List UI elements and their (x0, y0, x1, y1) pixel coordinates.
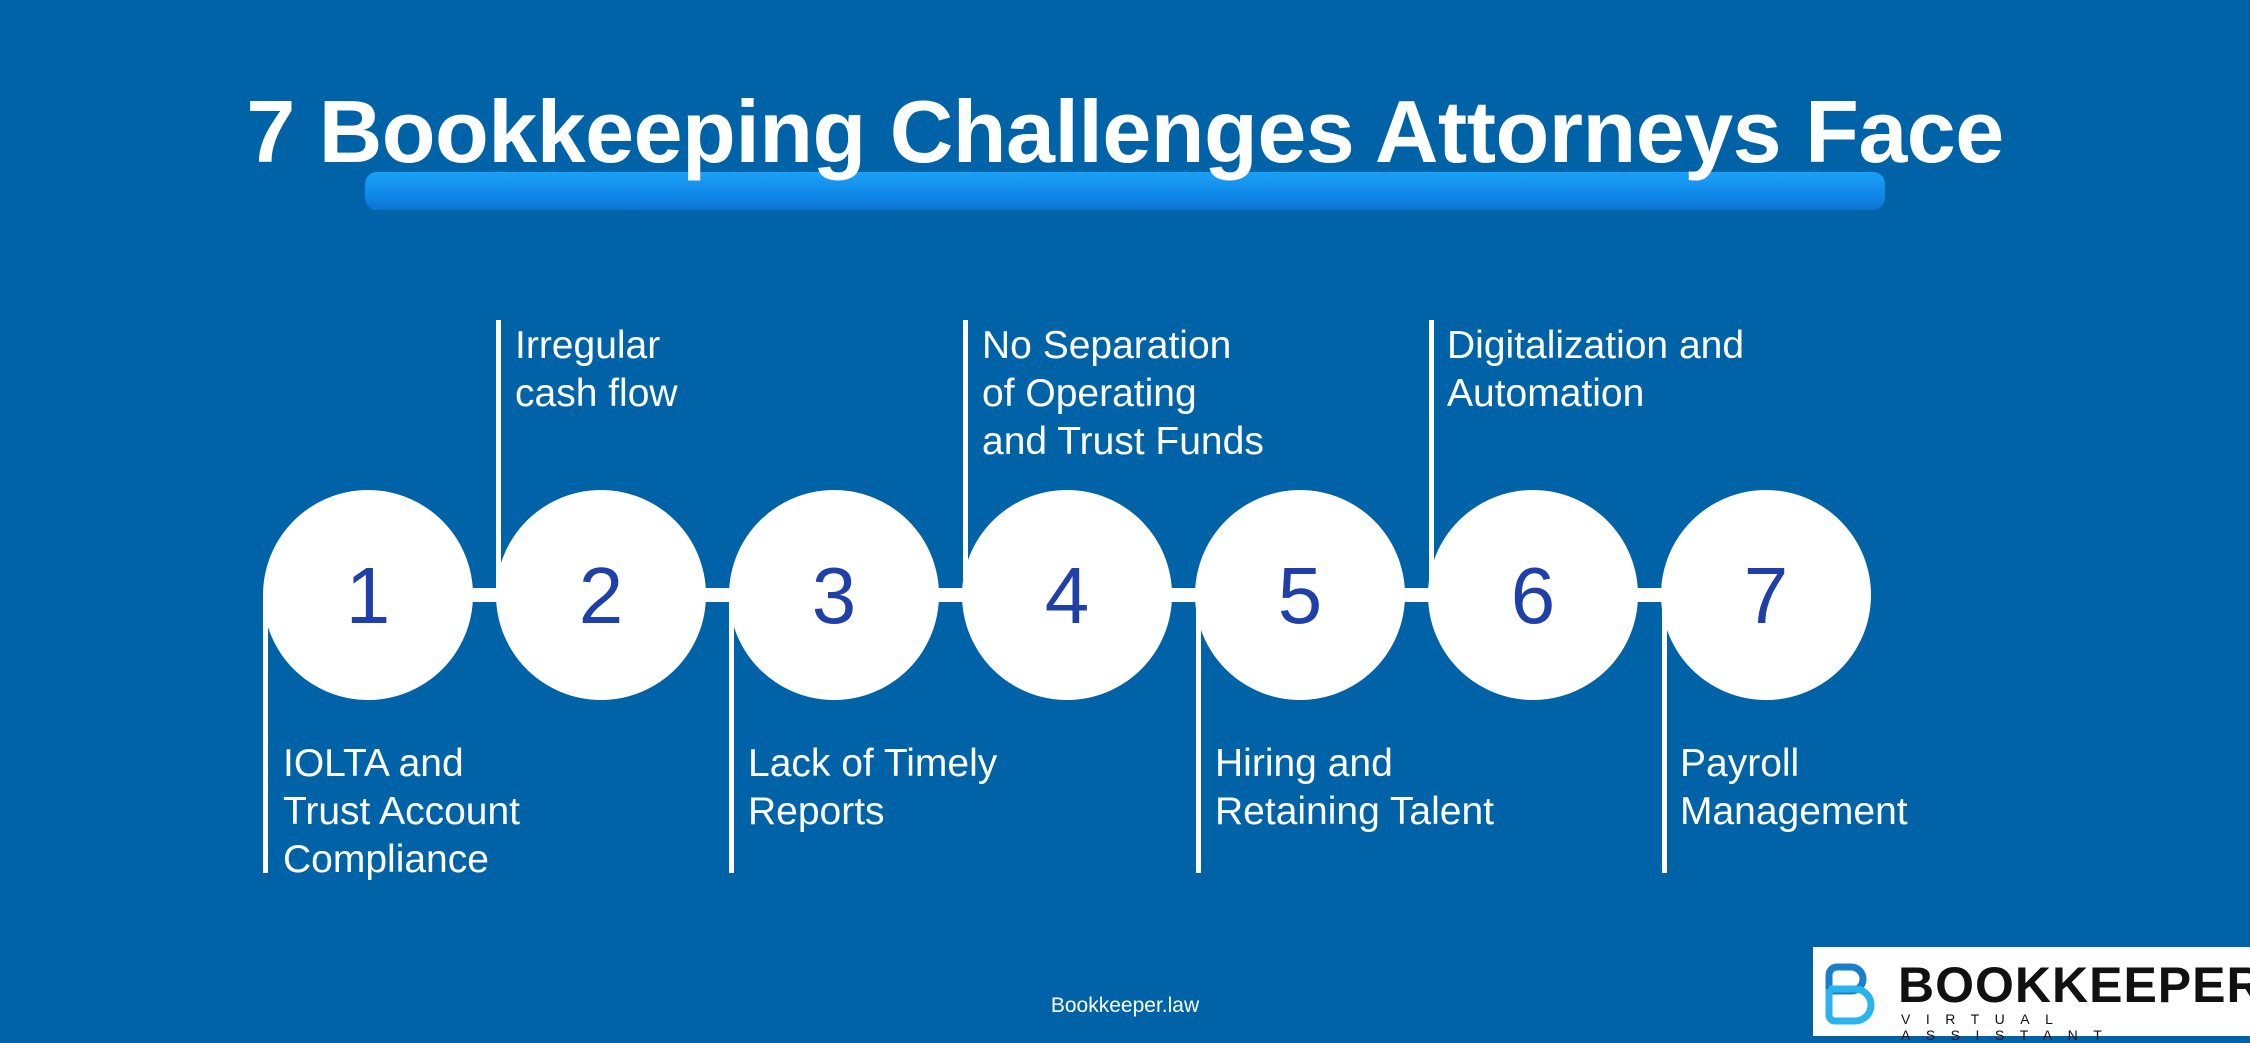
leader-line-1 (263, 598, 268, 873)
logo-tagline: VIRTUAL ASSISTANT (1901, 1011, 2118, 1043)
step-label-3: Lack of Timely Reports (748, 742, 998, 833)
leader-line-2 (496, 320, 501, 592)
step-label-1: IOLTA and Trust Account Compliance (283, 742, 520, 881)
leader-line-6 (1429, 320, 1434, 592)
leader-line-5 (1196, 598, 1201, 873)
step-number: 3 (811, 551, 857, 640)
step-label-4: No Separation of Operating and Trust Fun… (982, 324, 1264, 463)
step-label-5: Hiring and Retaining Talent (1215, 742, 1494, 833)
step-circle-7: 7 (1661, 490, 1871, 700)
logo-wordmark: BOOKKEEPER (1898, 957, 2250, 1013)
b-letter-icon (1825, 963, 1875, 1025)
step-circle-3: 3 (729, 490, 939, 700)
title-highlight-bar (365, 172, 1885, 210)
step-label-7: Payroll Management (1680, 742, 1908, 833)
step-label-6: Digitalization and Automation (1447, 324, 1745, 415)
step-number: 2 (578, 551, 624, 640)
step-number: 6 (1510, 551, 1556, 640)
step-number: 4 (1044, 551, 1090, 640)
leader-line-4 (963, 320, 968, 592)
step-number: 7 (1743, 551, 1789, 640)
brand-logo: BOOKKEEPER VIRTUAL ASSISTANT (1813, 947, 2250, 1043)
leader-line-3 (729, 598, 734, 873)
header: 7 Bookkeeping Challenges Attorneys Face (0, 0, 2250, 230)
step-circle-6: 6 (1428, 490, 1638, 700)
step-circle-5: 5 (1195, 490, 1405, 700)
footer-site-link[interactable]: Bookkeeper.law (1050, 994, 1200, 1017)
step-circle-4: 4 (962, 490, 1172, 700)
step-number: 1 (345, 551, 391, 640)
step-circle-2: 2 (496, 490, 706, 700)
step-circle-1: 1 (263, 490, 473, 700)
step-label-2: Irregular cash flow (515, 324, 678, 415)
leader-line-7 (1662, 598, 1667, 873)
step-number: 5 (1277, 551, 1323, 640)
page-title: 7 Bookkeeping Challenges Attorneys Face (246, 82, 2004, 181)
